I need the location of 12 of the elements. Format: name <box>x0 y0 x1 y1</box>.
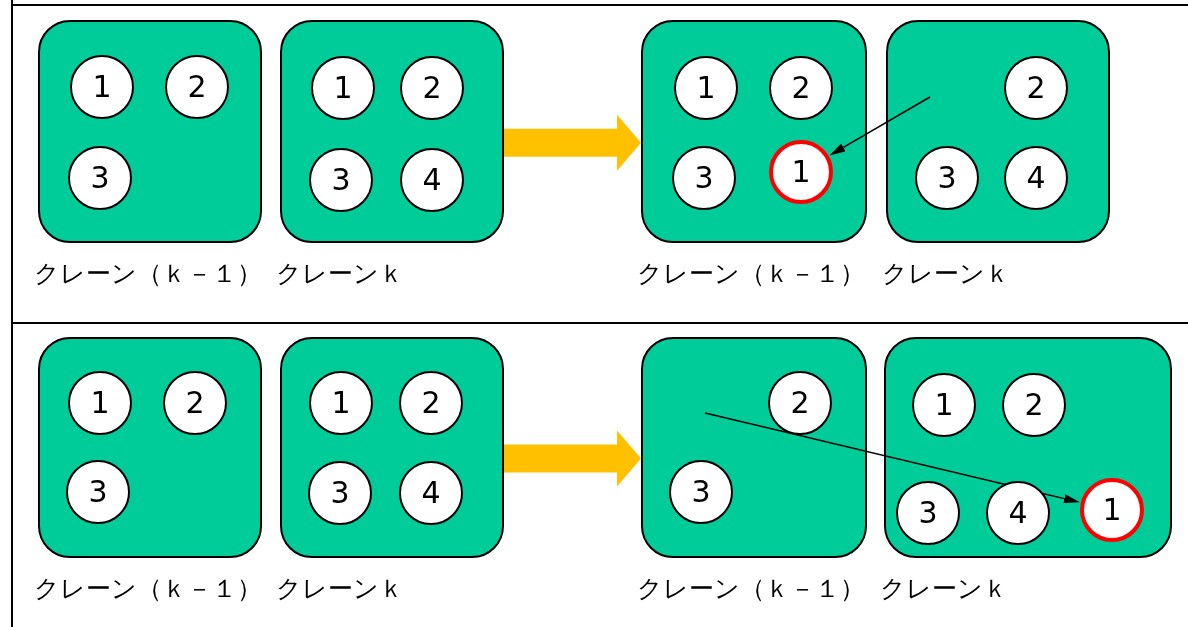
crane-label: クレーンｋ <box>276 261 404 286</box>
arrow <box>829 96 931 156</box>
crane-label: クレーン（ｋ－１） <box>34 261 262 286</box>
crane-label: クレーンｋ <box>276 576 404 601</box>
block-arrow <box>504 430 641 487</box>
crane-label: クレーン（ｋ－１） <box>637 576 865 601</box>
crane-label: クレーン（ｋ－１） <box>34 576 262 601</box>
block-arrow <box>504 114 641 171</box>
crane-label: クレーンｋ <box>882 261 1010 286</box>
crane-label: クレーン（ｋ－１） <box>637 261 865 286</box>
crane-label: クレーンｋ <box>880 576 1008 601</box>
arrow <box>704 412 1080 503</box>
